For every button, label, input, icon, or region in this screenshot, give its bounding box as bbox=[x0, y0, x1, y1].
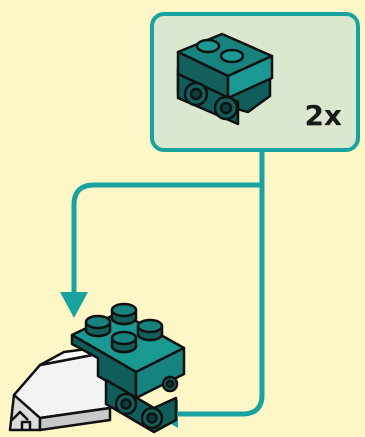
assembly-arrows bbox=[71, 149, 265, 417]
arrow-line-right bbox=[175, 182, 265, 417]
assembled-bracket-brick bbox=[70, 302, 186, 434]
teal-bracket-brick-icon bbox=[176, 32, 274, 126]
arrow-head-down bbox=[60, 292, 88, 318]
arrow-line-left bbox=[71, 149, 265, 295]
part-quantity: 2x bbox=[304, 99, 342, 132]
